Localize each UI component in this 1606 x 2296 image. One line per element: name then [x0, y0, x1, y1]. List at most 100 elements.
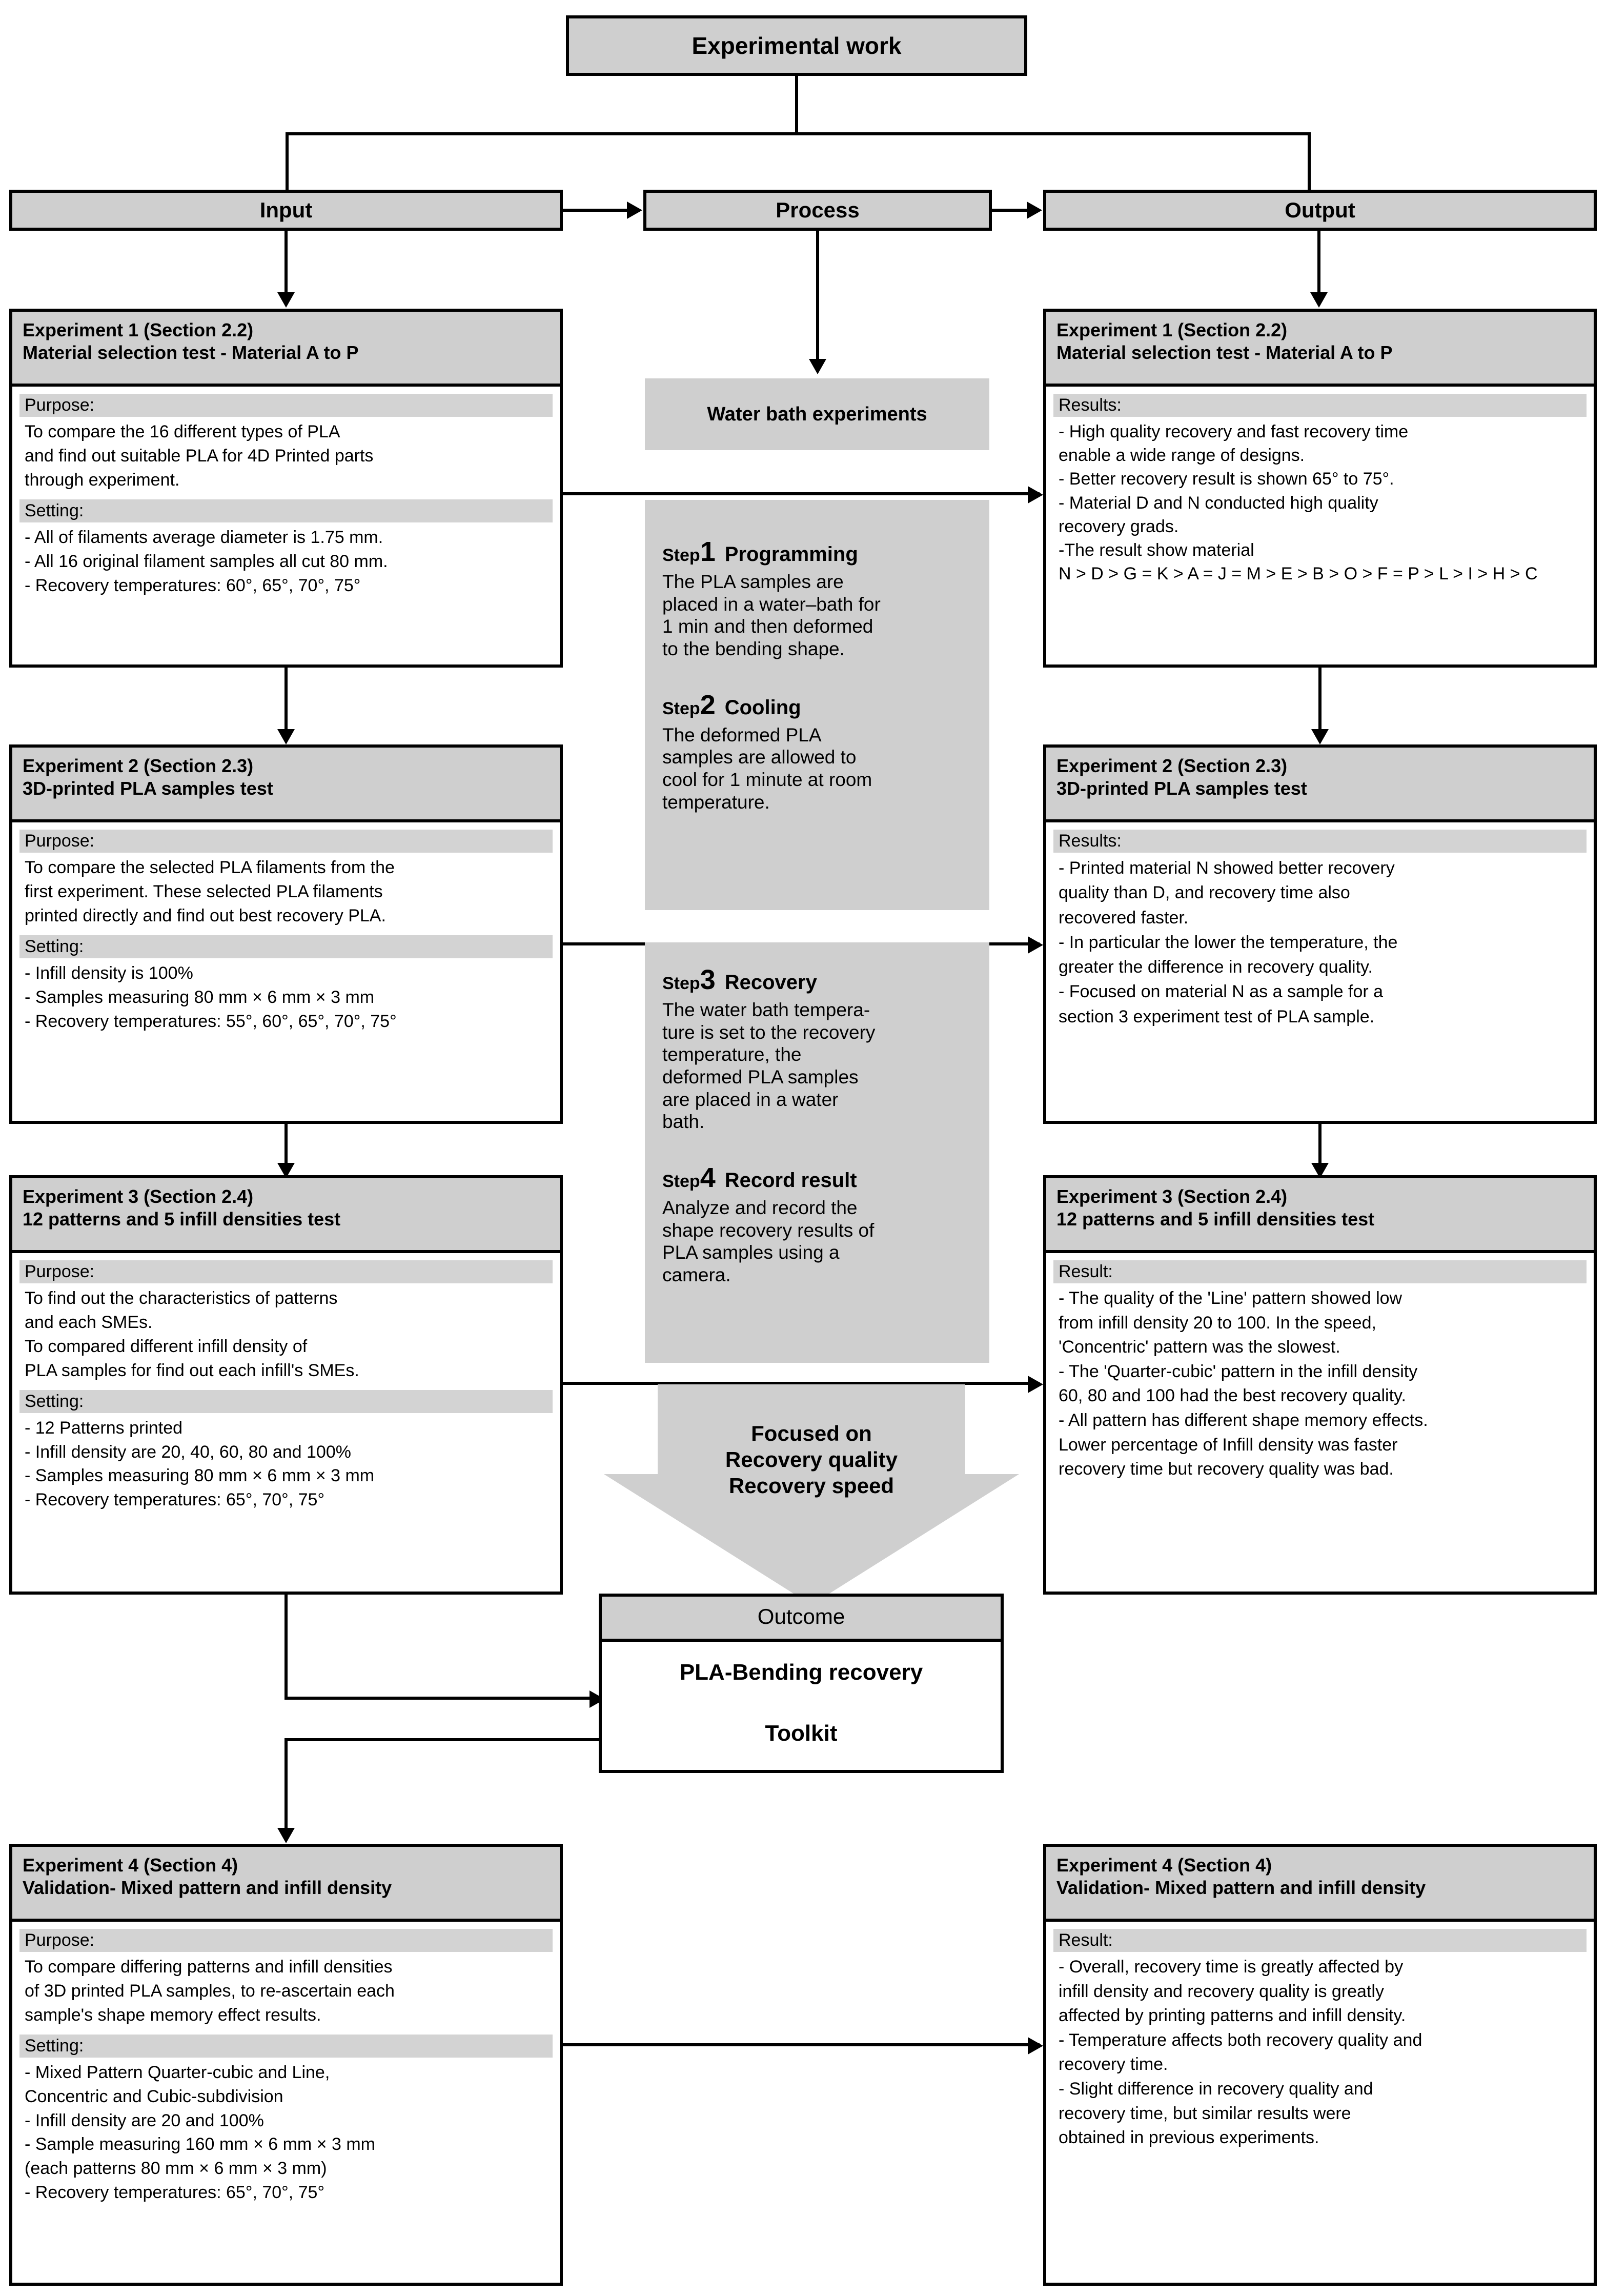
input-card-1-setting-label: Setting:	[19, 499, 553, 522]
output-card-4-result-label: Result:	[1053, 1929, 1587, 1952]
output-card-1-title: Experiment 1 (Section 2.2) Material sele…	[1046, 312, 1594, 387]
input-card-4-purpose-text: To compare differing patterns and infill…	[25, 1957, 395, 2025]
input-card-4-purpose-label: Purpose:	[19, 1929, 553, 1952]
process-step-2-name: Cooling	[724, 696, 801, 719]
connector-output2-to-output3	[1318, 1124, 1322, 1175]
process-step-4-text: Analyze and record the shape recovery re…	[662, 1197, 875, 1285]
connector-title-down	[795, 76, 798, 132]
input-card-4-setting-text: - Mixed Pattern Quarter-cubic and Line, …	[25, 2062, 376, 2203]
connector-input-to-process	[563, 209, 627, 212]
output-card-experiment-1: Experiment 1 (Section 2.2) Material sele…	[1043, 309, 1597, 668]
arrowhead-input-to-process	[627, 202, 642, 219]
connector-input3-to-input4-elbow	[284, 1738, 602, 1741]
arrowhead-input-header-down	[277, 292, 295, 308]
input-card-2-purpose-label: Purpose:	[19, 830, 553, 853]
input-card-3-setting-label: Setting:	[19, 1389, 553, 1413]
input-card-experiment-1: Experiment 1 (Section 2.2) Material sele…	[9, 309, 563, 668]
input-card-1-setting-text: - All of filaments average diameter is 1…	[25, 527, 388, 595]
process-step-2-number: 2	[700, 689, 716, 720]
process-step-1-name: Programming	[724, 543, 858, 566]
process-step-3-name: Recovery	[724, 971, 817, 994]
input-card-experiment-2: Experiment 2 (Section 2.3) 3D-printed PL…	[9, 744, 563, 1124]
input-card-4-body: Purpose: To compare differing patterns a…	[12, 1922, 560, 2219]
arrowhead-output1-to-output2	[1311, 729, 1329, 744]
focused-on-arrow-text: Focused on Recovery quality Recovery spe…	[725, 1421, 898, 1498]
input-card-3-body: Purpose: To find out the characteristics…	[12, 1253, 560, 1526]
arrowhead-exp1-input-to-output	[1028, 486, 1043, 503]
input-card-3-setting-text: - 12 Patterns printed - Infill density a…	[25, 1418, 375, 1510]
process-step-1-text: The PLA samples are placed in a water–ba…	[662, 571, 881, 659]
arrowhead-exp4-input-to-output	[1028, 2037, 1043, 2055]
column-header-output: Output	[1043, 190, 1597, 231]
process-steps-3-4-panel: Step3 Recovery The water bath tempera- tu…	[645, 942, 989, 1363]
connector-process-header-down	[816, 231, 819, 359]
connector-exp1-input-to-output	[563, 492, 1040, 495]
connector-input1-to-input2	[284, 668, 288, 729]
connector-bus-right-drop	[1308, 132, 1311, 190]
process-step-4-number: 4	[700, 1162, 716, 1193]
process-step-3-text: The water bath tempera- ture is set to t…	[662, 999, 876, 1133]
arrowhead-input3-to-input4	[277, 1828, 295, 1843]
process-step-1-number: 1	[700, 536, 716, 567]
input-card-1-body: Purpose: To compare the 16 different typ…	[12, 387, 560, 612]
column-header-process-label: Process	[776, 198, 860, 222]
output-card-experiment-4: Experiment 4 (Section 4) Validation- Mix…	[1043, 1844, 1597, 2286]
connector-input3-to-input4-down	[284, 1738, 288, 1836]
output-card-1-result-text: - High quality recovery and fast recover…	[1059, 422, 1538, 584]
connector-bus-left-drop	[286, 132, 289, 190]
arrowhead-exp2-input-to-output	[1028, 936, 1043, 954]
arrowhead-process-header-down	[809, 359, 826, 374]
experimental-work-title-box: Experimental work	[566, 15, 1027, 76]
page-title: Experimental work	[692, 32, 902, 59]
output-card-4-body: Result: - Overall, recovery time is grea…	[1046, 1922, 1594, 2165]
process-step-3-number: 3	[700, 964, 716, 995]
process-step-3-step-word: Step	[662, 974, 700, 993]
connector-exp3-input-to-output	[563, 1382, 1040, 1385]
arrowhead-output-header-down	[1310, 292, 1328, 308]
output-card-3-result-text: - The quality of the 'Line' pattern show…	[1059, 1288, 1428, 1479]
output-card-4-result-text: - Overall, recovery time is greatly affe…	[1059, 1957, 1422, 2148]
output-card-1-result-label: Results:	[1053, 394, 1587, 417]
connector-output1-to-output2	[1318, 668, 1322, 729]
output-card-experiment-3: Experiment 3 (Section 2.4) 12 patterns a…	[1043, 1175, 1597, 1595]
column-header-input: Input	[9, 190, 563, 231]
connector-bus-horizontal	[286, 132, 1311, 135]
arrowhead-process-to-output	[1027, 202, 1042, 219]
connector-input3-elbow-right	[284, 1697, 602, 1700]
output-card-3-body: Result: - The quality of the 'Line' patt…	[1046, 1253, 1594, 1496]
input-card-1-purpose-label: Purpose:	[19, 394, 553, 417]
input-card-3-title: Experiment 3 (Section 2.4) 12 patterns a…	[12, 1178, 560, 1253]
column-header-process: Process	[643, 190, 992, 231]
input-card-2-setting-text: - Infill density is 100% - Samples measu…	[25, 963, 397, 1031]
column-header-output-label: Output	[1285, 198, 1355, 222]
output-card-2-title: Experiment 2 (Section 2.3) 3D-printed PL…	[1046, 748, 1594, 822]
process-step-2-text: The deformed PLA samples are allowed to …	[662, 724, 872, 813]
input-card-2-title: Experiment 2 (Section 2.3) 3D-printed PL…	[12, 748, 560, 822]
connector-output-header-down	[1317, 231, 1320, 292]
outcome-body: PLA-Bending recovery Toolkit	[679, 1660, 923, 1746]
input-card-3-purpose-text: To find out the characteristics of patte…	[25, 1288, 359, 1380]
input-card-4-title: Experiment 4 (Section 4) Validation- Mix…	[12, 1847, 560, 1922]
output-card-2-body: Results: - Printed material N showed bet…	[1046, 822, 1594, 1043]
process-water-bath-box: Water bath experiments	[645, 378, 989, 450]
connector-exp4-input-to-output	[563, 2043, 1040, 2046]
input-card-2-purpose-text: To compare the selected PLA filaments fr…	[25, 858, 395, 925]
column-header-input-label: Input	[259, 198, 313, 222]
output-card-2-result-label: Results:	[1053, 830, 1587, 853]
input-card-experiment-4: Experiment 4 (Section 4) Validation- Mix…	[9, 1844, 563, 2286]
process-water-bath-label: Water bath experiments	[707, 403, 927, 425]
connector-input3-down-elbow	[284, 1595, 288, 1700]
focused-on-arrow-shape	[604, 1384, 1019, 1605]
output-card-3-result-label: Result:	[1053, 1260, 1587, 1283]
output-card-4-title: Experiment 4 (Section 4) Validation- Mix…	[1046, 1847, 1594, 1922]
output-card-experiment-2: Experiment 2 (Section 2.3) 3D-printed PL…	[1043, 744, 1597, 1124]
outcome-box: Outcome PLA-Bending recovery Toolkit	[599, 1594, 1004, 1773]
process-step-4-name: Record result	[724, 1169, 857, 1192]
connector-input-header-down	[284, 231, 288, 292]
process-step-3-head: Step3 Recovery	[662, 964, 972, 996]
